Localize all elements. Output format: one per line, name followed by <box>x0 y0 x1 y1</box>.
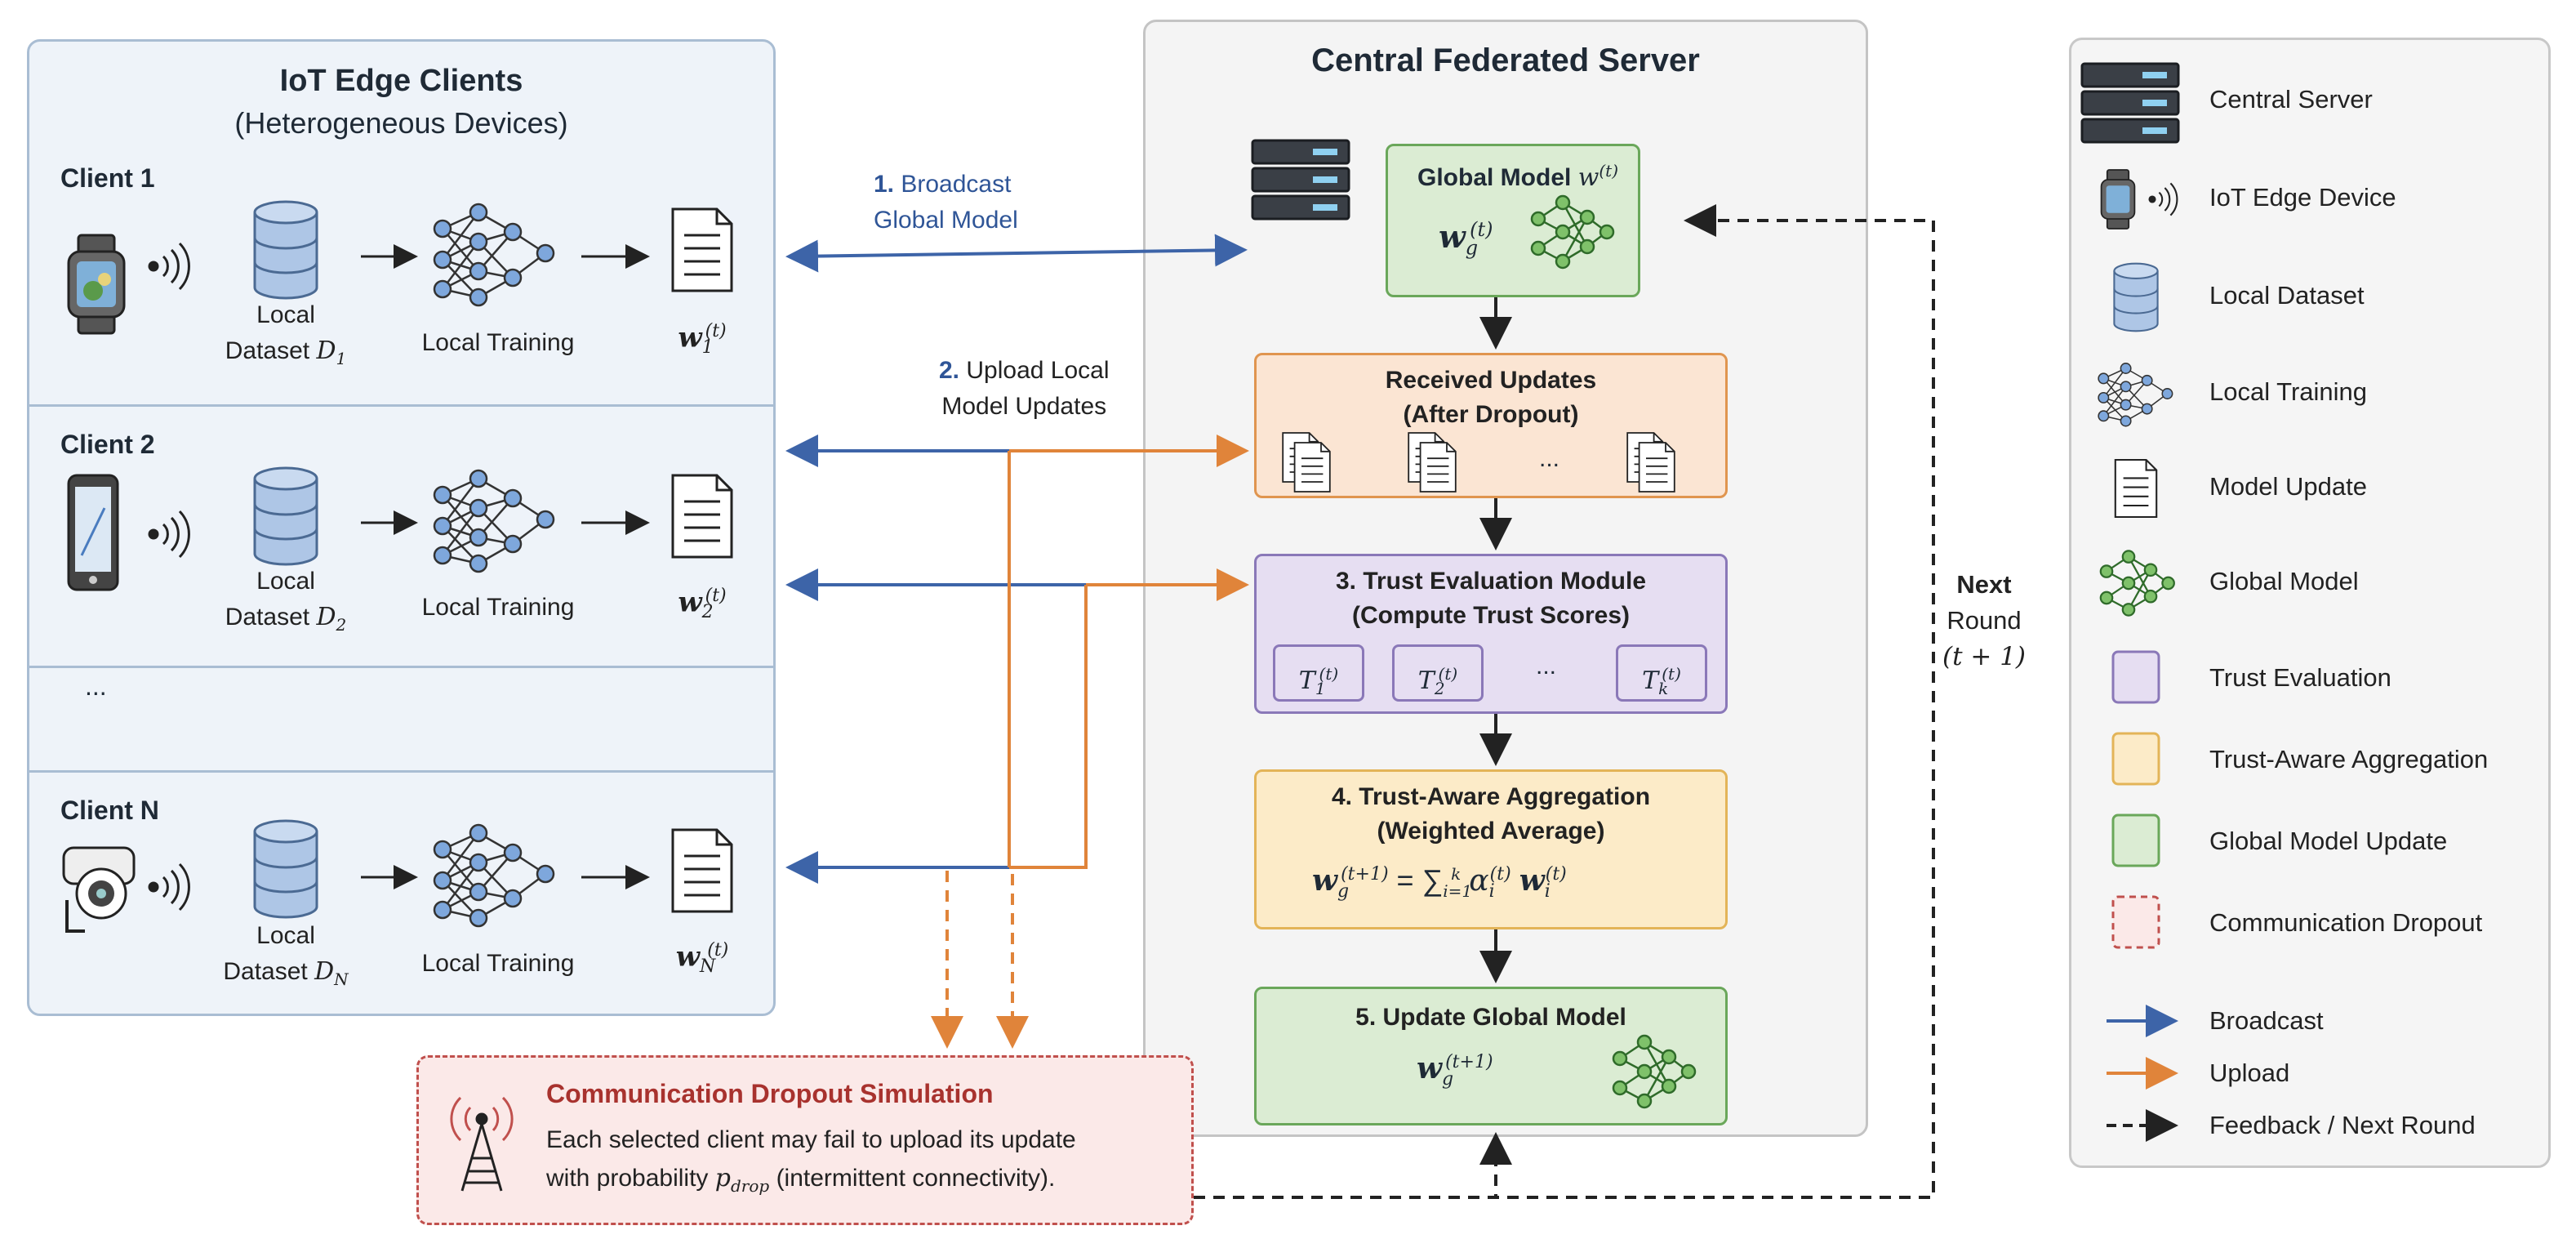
aggregation-box: 4. Trust-Aware Aggregation (Weighted Ave… <box>1254 769 1728 929</box>
server-icon <box>1251 139 1350 221</box>
client-1-dataset-label: Local Dataset D1 <box>225 301 347 368</box>
legend-neural-network-icon <box>2098 363 2173 427</box>
feedback-arrows <box>1194 204 1935 1199</box>
document-icon <box>671 828 733 913</box>
trust-score-1: T1(t) <box>1273 644 1364 702</box>
client-2-dataset-label: Local Dataset D2 <box>225 568 347 635</box>
signal-icon <box>148 862 190 911</box>
upload-arrows <box>931 435 1249 1049</box>
legend-green-swatch <box>2111 813 2160 867</box>
client-2-training-label: Local Training <box>421 594 575 621</box>
legend-label-local-dataset: Local Dataset <box>2209 281 2365 310</box>
received-updates-subtitle: (After Dropout) <box>1403 401 1579 428</box>
aggregation-title: 4. Trust-Aware Aggregation <box>1331 783 1651 810</box>
legend-dropout-swatch <box>2111 895 2160 949</box>
legend-signal-icon <box>2148 182 2178 216</box>
smartwatch-icon <box>67 234 126 335</box>
legend-label-central-server: Central Server <box>2209 85 2373 114</box>
legend-server-icon <box>2080 62 2180 144</box>
global-model-weight: wg(t) <box>1439 218 1493 260</box>
client-n-update-label: wN(t) <box>675 940 729 978</box>
database-icon <box>253 819 318 919</box>
global-model-box: Global Model w(t) wg(t) <box>1386 144 1640 297</box>
client-divider <box>29 770 773 773</box>
received-ellipsis: ... <box>1539 445 1560 472</box>
updated-global-weight: wg(t+1) <box>1417 1051 1493 1090</box>
aggregation-subtitle: (Weighted Average) <box>1377 818 1605 845</box>
trust-evaluation-box: 3. Trust Evaluation Module (Compute Trus… <box>1254 554 1728 714</box>
legend-smartwatch-icon <box>2100 169 2136 230</box>
client-1-training-label: Local Training <box>421 329 575 356</box>
global-model-title: Global Model w(t) <box>1417 161 1619 192</box>
client-n-dataset-label: Local Dataset DN <box>223 922 349 989</box>
client-2-title: Client 2 <box>60 430 155 459</box>
legend-label-broadcast: Broadcast <box>2209 1006 2324 1035</box>
legend-label-trust-aggregation: Trust-Aware Aggregation <box>2209 745 2489 773</box>
trust-score-2: T2(t) <box>1392 644 1484 702</box>
aggregation-formula: wg(t+1) = ∑i=1k αi(t) wi(t) <box>1312 863 1567 903</box>
trust-evaluation-title: 3. Trust Evaluation Module <box>1335 568 1647 595</box>
legend-label-dropout: Communication Dropout <box>2209 908 2483 937</box>
update-document-icon <box>1408 432 1457 493</box>
database-icon <box>253 466 318 566</box>
legend-label-local-training: Local Training <box>2209 377 2368 406</box>
database-icon <box>253 200 318 300</box>
legend-label-global-model: Global Model <box>2209 567 2359 595</box>
dropout-line-2: with probability pdrop (intermittent con… <box>546 1164 1056 1196</box>
trust-score-k: Tk(t) <box>1616 644 1707 702</box>
clients-ellipsis: ... <box>85 671 107 701</box>
signal-icon <box>148 242 190 291</box>
legend-label-trust-evaluation: Trust Evaluation <box>2209 663 2391 692</box>
client-divider <box>29 666 773 668</box>
clients-panel-subtitle: (Heterogeneous Devices) <box>234 106 568 140</box>
dropout-simulation-box: Communication Dropout Simulation Each se… <box>416 1055 1194 1225</box>
legend-orange-swatch <box>2111 732 2160 786</box>
smartphone-icon <box>67 474 119 591</box>
client-divider <box>29 404 773 407</box>
radio-tower-icon <box>450 1096 514 1192</box>
client-n-training-label: Local Training <box>421 950 575 977</box>
dropout-title: Communication Dropout Simulation <box>546 1079 994 1108</box>
update-document-icon <box>1282 432 1331 493</box>
received-updates-title: Received Updates <box>1385 367 1597 394</box>
client-2-update-label: w2(t) <box>678 586 727 623</box>
upload-label: 2. Upload Local Model Updates <box>939 357 1110 420</box>
broadcast-arrows <box>785 234 1248 884</box>
next-round-label: Next Round (t + 1) <box>1942 570 2027 671</box>
legend-document-icon <box>2114 458 2158 519</box>
broadcast-label: 1. Broadcast Global Model <box>874 171 1018 234</box>
legend-label-feedback: Feedback / Next Round <box>2209 1111 2476 1139</box>
client-1-title: Client 1 <box>60 163 155 193</box>
legend-purple-swatch <box>2111 650 2160 704</box>
global-network-icon <box>1530 194 1615 270</box>
signal-icon <box>148 510 190 559</box>
legend-database-icon <box>2113 262 2159 332</box>
legend-label-global-update: Global Model Update <box>2209 827 2448 855</box>
neural-network-icon <box>433 469 555 573</box>
legend-label-model-update: Model Update <box>2209 472 2368 501</box>
camera-icon <box>62 846 136 933</box>
legend-global-model-icon <box>2099 550 2175 617</box>
clients-panel-title: IoT Edge Clients <box>279 64 523 98</box>
update-document-icon <box>1626 432 1675 493</box>
dropout-line-1: Each selected client may fail to upload … <box>546 1126 1076 1153</box>
legend-label-iot-device: IoT Edge Device <box>2209 183 2396 212</box>
client-n-title: Client N <box>60 796 159 825</box>
update-global-model-title: 5. Update Global Model <box>1355 1004 1626 1031</box>
global-network-icon <box>1612 1034 1697 1109</box>
trust-evaluation-subtitle: (Compute Trust Scores) <box>1351 602 1631 629</box>
neural-network-icon <box>433 203 555 307</box>
server-title: Central Federated Server <box>1311 42 1700 78</box>
document-icon <box>671 474 733 559</box>
trust-ellipsis: ... <box>1536 653 1557 680</box>
document-icon <box>671 207 733 292</box>
client-1-update-label: w1(t) <box>678 321 727 359</box>
neural-network-icon <box>433 823 555 928</box>
legend-label-upload: Upload <box>2209 1059 2290 1087</box>
